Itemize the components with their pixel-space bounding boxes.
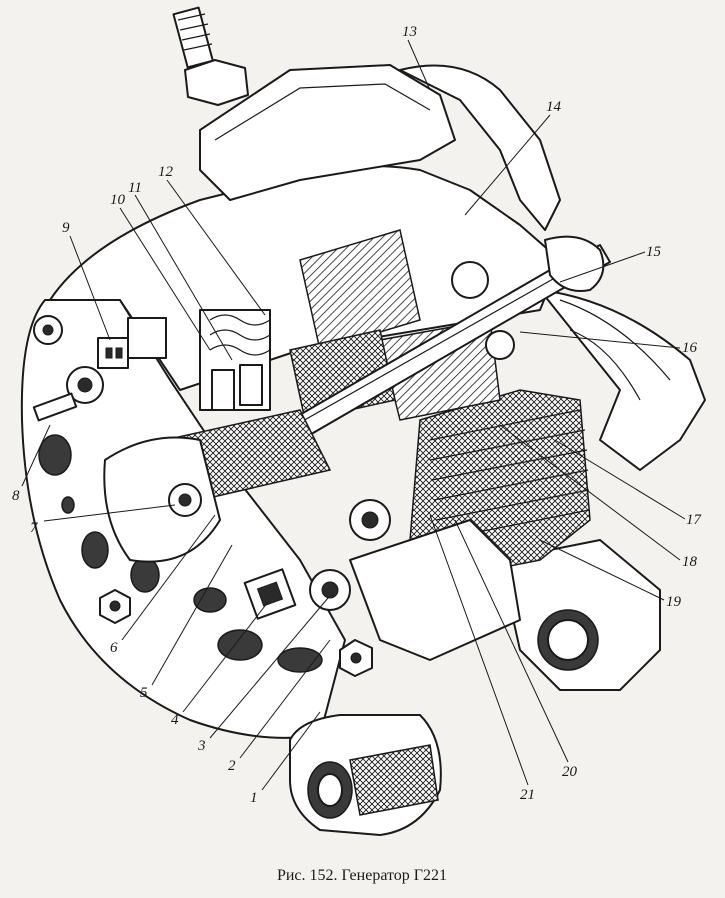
callout-17: 17 [686, 512, 703, 528]
callout-14: 14 [546, 99, 562, 115]
callout-1: 1 [250, 790, 258, 806]
callout-5: 5 [140, 685, 148, 701]
callout-15: 15 [646, 244, 662, 260]
generator-drawing [20, 6, 706, 836]
callout-20: 20 [562, 764, 578, 780]
callout-4: 4 [171, 712, 179, 728]
callout-18: 18 [682, 554, 698, 570]
callout-19: 19 [666, 594, 682, 610]
callout-2: 2 [228, 758, 236, 774]
callout-10: 10 [110, 192, 126, 208]
callout-11: 11 [128, 180, 142, 196]
callout-6: 6 [110, 640, 118, 656]
callout-3: 3 [197, 738, 206, 754]
callout-21: 21 [520, 787, 535, 803]
figure-caption: Рис. 152. Генератор Г221 [277, 867, 447, 884]
callout-12: 12 [158, 164, 174, 180]
callout-labels: 1 2 3 4 5 6 7 8 9 10 11 12 13 14 15 16 1… [12, 24, 703, 806]
callout-leaders [21, 39, 686, 791]
callout-13: 13 [402, 24, 417, 40]
callout-7: 7 [30, 520, 39, 536]
callout-9: 9 [62, 220, 70, 236]
callout-8: 8 [12, 488, 20, 504]
callout-16: 16 [682, 340, 698, 356]
